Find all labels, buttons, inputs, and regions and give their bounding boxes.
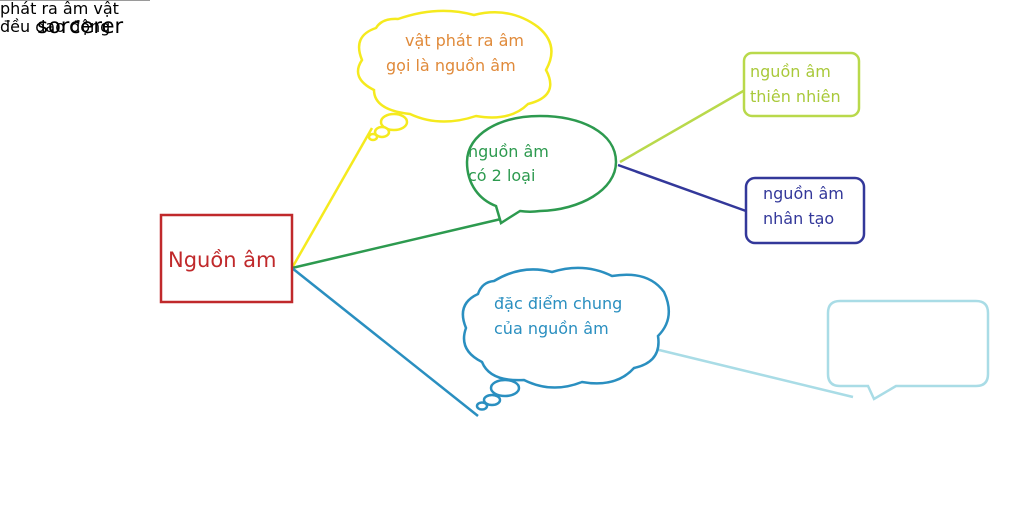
definition-cloud — [356, 9, 553, 123]
types-bubble-shape — [465, 114, 618, 225]
common-trait-text: đặc điểm chung của nguồn âm — [494, 294, 623, 338]
definition-cloud-tail-small — [367, 132, 379, 142]
definition-cloud-tail-large — [379, 112, 409, 132]
connector-root-definition — [290, 127, 374, 269]
natural-node-box — [742, 51, 861, 118]
common-cloud-tail-medium — [482, 393, 502, 407]
common-trait-cloud — [461, 266, 671, 389]
top-edge-line — [0, 0, 150, 1]
vibration-bubble-shape — [826, 299, 990, 401]
common-cloud-tail-large — [489, 378, 521, 398]
watermark-text: sorcerer — [37, 14, 124, 38]
root-node-box — [159, 213, 294, 304]
vibration-note-text: phát ra âm vật đều dao động — [0, 0, 119, 36]
common-cloud-tail-small — [475, 401, 489, 411]
connector-types-natural — [619, 88, 746, 164]
connector-common-vibration — [654, 347, 854, 399]
definition-note-text: vật phát ra âm gọi là nguồn âm — [386, 31, 524, 75]
artificial-node-text: nguồn âm nhân tạo — [763, 184, 844, 228]
types-note-text: nguồn âm có 2 loại — [468, 142, 549, 185]
definition-cloud-tail-medium — [373, 125, 391, 139]
connector-types-artificial — [617, 163, 747, 213]
connector-root-types — [291, 217, 502, 270]
natural-node-text: nguồn âm thiên nhiên — [750, 62, 841, 106]
artificial-node-box — [744, 176, 866, 245]
root-node-label: Nguồn âm — [168, 248, 277, 272]
connector-root-common — [291, 267, 479, 417]
